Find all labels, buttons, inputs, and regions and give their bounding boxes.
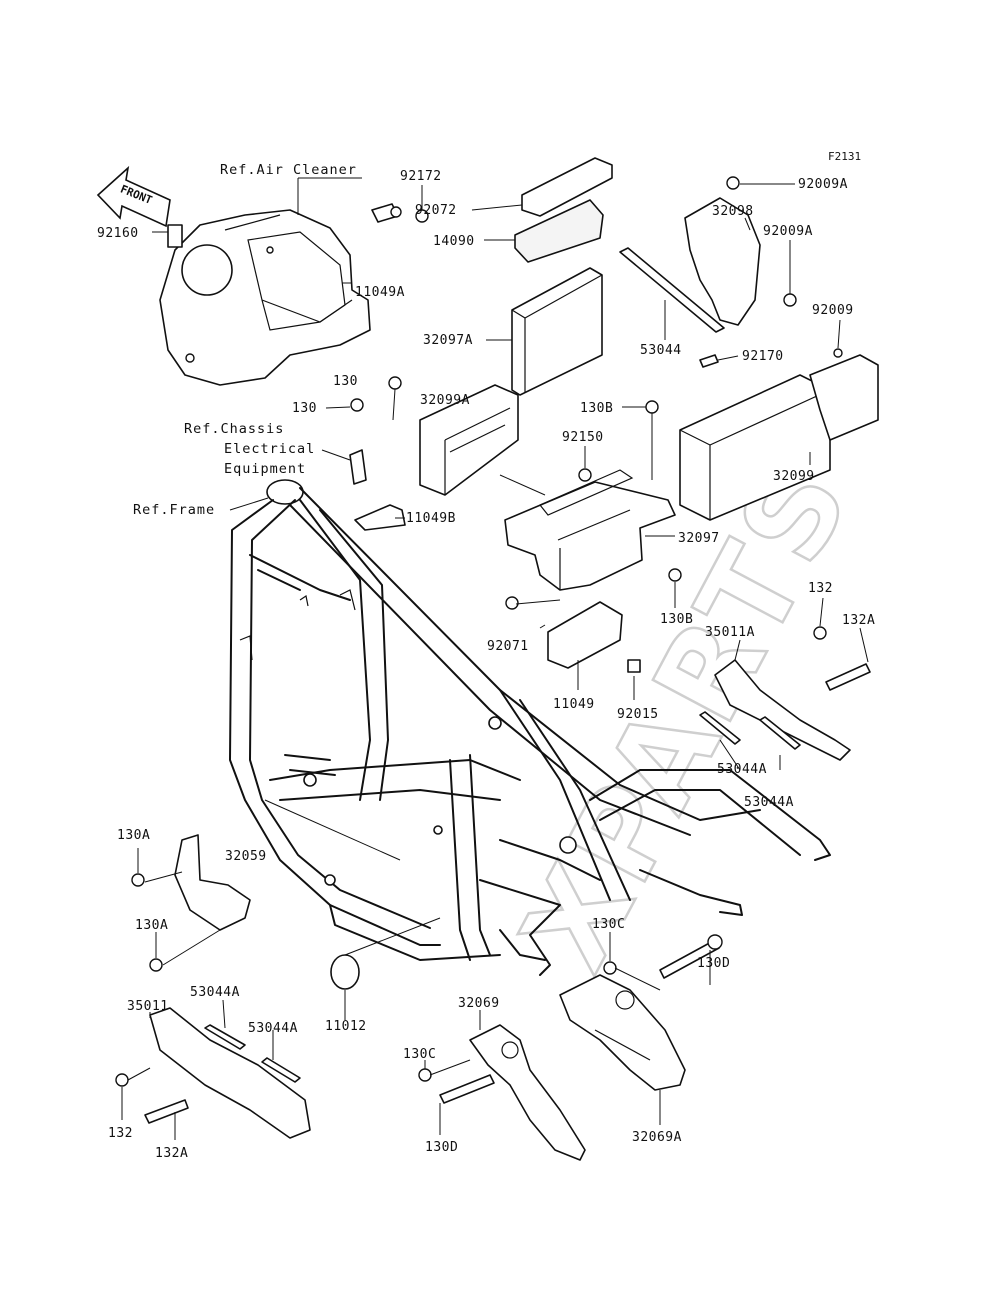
label-132A-right: 132A: [842, 613, 875, 628]
nut-92071: [505, 596, 519, 610]
rod-53044: [619, 247, 725, 333]
pin-53044A-r1: [699, 711, 741, 745]
label-130D-right: 130D: [697, 956, 730, 971]
collar-92015: [627, 659, 641, 673]
bolt-132A-left: [144, 1099, 189, 1124]
label-130A-top: 130A: [117, 828, 150, 843]
battery-tray-32099A: [419, 384, 519, 496]
cap-11012: [330, 954, 360, 990]
label-32097A: 32097A: [423, 333, 473, 348]
bolt-130B-mid: [668, 568, 682, 582]
guard-35011: [149, 1007, 311, 1139]
label-11049: 11049: [553, 697, 595, 712]
label-130B-mid: 130B: [660, 612, 693, 627]
bolt-130C-right: [603, 961, 617, 975]
label-92009: 92009: [812, 303, 854, 318]
label-32097: 32097: [678, 531, 720, 546]
label-130A-bot: 130A: [135, 918, 168, 933]
bolt-132A-right: [825, 663, 871, 691]
label-92170: 92170: [742, 349, 784, 364]
label-92009A-mid: 92009A: [763, 224, 813, 239]
pin-53044A-l2: [261, 1057, 301, 1083]
bolt-130-top: [388, 376, 402, 390]
label-132A-left: 132A: [155, 1146, 188, 1161]
air-cleaner-housing: [159, 209, 371, 386]
plate-32069: [469, 1024, 586, 1161]
label-132-left: 132: [108, 1126, 133, 1141]
label-32099: 32099: [773, 469, 815, 484]
figure-number: F2131: [828, 150, 861, 163]
grommet-92160: [167, 224, 183, 248]
battery-pad-14090: [514, 199, 604, 263]
label-130D-left: 130D: [425, 1140, 458, 1155]
label-53044A-l1: 53044A: [190, 985, 240, 1000]
ref-chassis-line2: Electrical: [224, 441, 315, 457]
bolt-130B-top: [645, 400, 659, 414]
label-92150: 92150: [562, 430, 604, 445]
bolt-130-mid: [350, 398, 364, 412]
bolt-130D-left: [439, 1074, 495, 1104]
leader-lines: [121, 177, 869, 1140]
label-92160: 92160: [97, 226, 139, 241]
nut-92150: [578, 468, 592, 482]
bolt-130C-left: [418, 1068, 432, 1082]
label-53044A-r1: 53044A: [717, 762, 767, 777]
front-arrow-icon: FRONT: [96, 165, 171, 228]
label-130C-right: 130C: [592, 917, 625, 932]
main-frame: [229, 479, 831, 976]
label-35011A: 35011A: [705, 625, 755, 640]
label-32059: 32059: [225, 849, 267, 864]
ref-chassis-line1: Ref.Chassis: [184, 421, 284, 437]
label-53044A-l2: 53044A: [248, 1021, 298, 1036]
battery-holder-32097: [504, 469, 676, 591]
plate-32069A: [559, 974, 686, 1091]
bracket-32059: [174, 834, 251, 931]
label-92015: 92015: [617, 707, 659, 722]
bolt-130A-bot: [149, 958, 163, 972]
nut-92009A-mid: [783, 293, 797, 307]
bolt-130A-top: [131, 873, 145, 887]
label-92072: 92072: [415, 203, 457, 218]
bolt-132-left: [115, 1073, 129, 1087]
nut-92009A-top: [726, 176, 740, 190]
pin-53044A-r2: [759, 716, 801, 750]
label-32098: 32098: [712, 204, 754, 219]
label-92009A-top: 92009A: [798, 177, 848, 192]
label-35011: 35011: [127, 999, 169, 1014]
label-92071: 92071: [487, 639, 529, 654]
label-53044A-r2: 53044A: [744, 795, 794, 810]
ref-chassis-line3: Equipment: [224, 461, 306, 477]
label-53044: 53044: [640, 343, 682, 358]
pin-53044A-l1: [204, 1024, 246, 1050]
label-32069: 32069: [458, 996, 500, 1011]
label-11012: 11012: [325, 1019, 367, 1034]
clamp-chassis: [349, 449, 367, 485]
label-92172: 92172: [400, 169, 442, 184]
label-130C-left: 130C: [403, 1047, 436, 1062]
battery-strap-92072: [521, 157, 613, 217]
label-132-right: 132: [808, 581, 833, 596]
label-11049A: 11049A: [355, 285, 405, 300]
ref-frame: Ref.Frame: [133, 502, 215, 518]
label-130B-top: 130B: [580, 401, 613, 416]
battery-box-32099: [679, 348, 879, 521]
label-130-top: 130: [333, 374, 358, 389]
label-32069A: 32069A: [632, 1130, 682, 1145]
label-14090: 14090: [433, 234, 475, 249]
label-32099A: 32099A: [420, 393, 470, 408]
ref-air-cleaner: Ref.Air Cleaner: [220, 162, 357, 178]
label-130-mid: 130: [292, 401, 317, 416]
bolt-132-right: [813, 626, 827, 640]
guard-35011A: [714, 659, 851, 761]
side-cover-32098: [684, 197, 761, 326]
plate-11049: [547, 601, 623, 669]
battery-case-32097A: [511, 267, 603, 396]
label-11049B: 11049B: [406, 511, 456, 526]
